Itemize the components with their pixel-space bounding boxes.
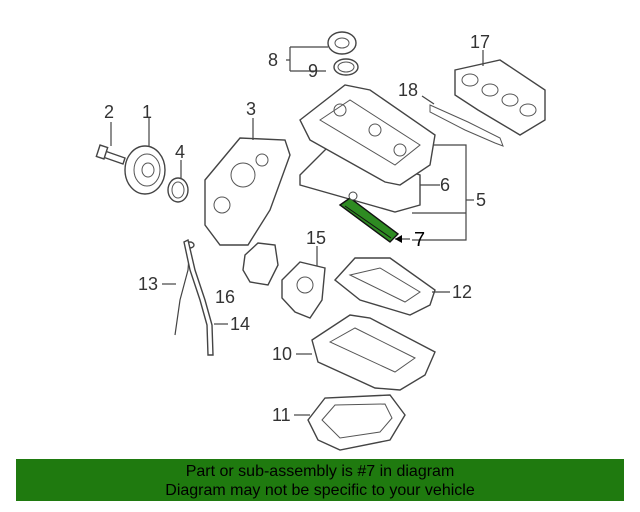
cap-gasket — [333, 58, 359, 76]
callout-3: 3 — [246, 99, 256, 119]
intake-manifold — [454, 59, 546, 136]
oil-pump — [281, 261, 326, 319]
parts-diagram: 8 9 17 18 2 1 4 3 — [95, 31, 546, 451]
callout-4: 4 — [175, 142, 185, 162]
banner-line-2: Diagram may not be specific to your vehi… — [165, 482, 475, 499]
front-seal — [167, 177, 189, 203]
oil-pan-upper — [311, 314, 436, 391]
callout-16: 16 — [215, 287, 235, 307]
banner-line-1: Part or sub-assembly is #7 in diagram — [185, 463, 455, 480]
callout-18: 18 — [398, 80, 418, 100]
callout-12: 12 — [452, 282, 472, 302]
crank-pulley — [124, 145, 166, 195]
callout-11: 11 — [272, 405, 291, 425]
leader-8-9 — [286, 46, 328, 72]
highlighted-part-7 — [338, 191, 400, 243]
callout-2: 2 — [104, 102, 114, 122]
callout-6: 6 — [440, 175, 450, 195]
pump-cover — [242, 242, 279, 286]
callout-5: 5 — [476, 190, 486, 210]
info-banner: Part or sub-assembly is #7 in diagram Di… — [16, 459, 624, 501]
dipstick-tube — [183, 238, 214, 356]
oil-filler-cap — [327, 31, 357, 55]
callout-7: 7 — [414, 229, 425, 251]
cylinder-head-cover — [299, 84, 436, 186]
callout-13: 13 — [138, 274, 158, 294]
timing-cover — [204, 137, 291, 246]
callout-9: 9 — [308, 61, 318, 81]
callout-15: 15 — [306, 228, 326, 248]
crank-bolt — [95, 144, 126, 165]
lower-oil-pan — [307, 394, 406, 451]
callout-14: 14 — [230, 314, 250, 334]
callout-1: 1 — [142, 102, 152, 122]
upper-oil-pan — [333, 257, 436, 316]
callout-17: 17 — [470, 32, 490, 52]
callout-8: 8 — [268, 50, 278, 70]
callout-10: 10 — [272, 344, 292, 364]
manifold-gasket — [429, 104, 504, 147]
